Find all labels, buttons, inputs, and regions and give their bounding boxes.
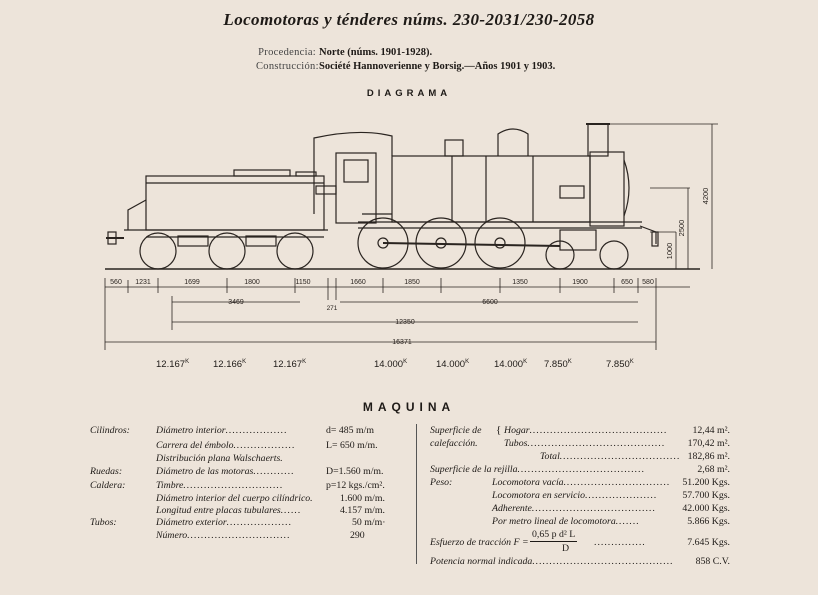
spec-label: Locomotora vacía........................… xyxy=(492,477,671,488)
origin-block: Procedencia:Norte (núms. 1901-1928). Con… xyxy=(256,46,555,74)
locomotive-diagram: 4200 2500 1000 560 1231 1699 1800 1150 1… xyxy=(104,123,718,350)
axle-weight: 7.850K xyxy=(606,359,634,371)
traccion-label: Esfuerzo de tracción F = xyxy=(430,537,529,548)
spec-label: Locomotora en servicio..................… xyxy=(492,490,658,501)
spec-category: Caldera: xyxy=(90,480,126,491)
spec-label: Por metro lineal de locomotora....... xyxy=(492,516,640,527)
spacing-label: 1850 xyxy=(404,279,420,286)
locomotive-boiler xyxy=(362,123,630,227)
spec-value: 182,86 m². xyxy=(687,451,730,462)
locomotive-cab xyxy=(313,131,393,224)
spacing-label: 1660 xyxy=(350,279,366,286)
axle-weight: 12.167K xyxy=(273,359,307,371)
spec-value: 290 xyxy=(350,530,365,541)
spec-label: Diámetro interior.................. xyxy=(156,425,288,436)
running-gear xyxy=(357,217,659,270)
spec-value: d= 485 m/m xyxy=(326,425,374,436)
procedencia-value: Norte (núms. 1901-1928). xyxy=(319,47,433,58)
spec-label: Longitud entre placas tubulares...... xyxy=(156,505,302,516)
column-divider xyxy=(416,424,417,564)
height-label: 1000 xyxy=(665,243,674,260)
spec-value: 51.200 Kgs. xyxy=(682,477,730,488)
spec-value: 57.700 Kgs. xyxy=(682,490,730,501)
spacing-label: 650 xyxy=(621,279,633,286)
spec-category: Ruedas: xyxy=(90,466,123,477)
diagram-heading: DIAGRAMA xyxy=(366,88,452,99)
spec-value: p=12 kgs./cm². xyxy=(326,480,385,491)
span-label: 16371 xyxy=(392,339,412,346)
spacing-label: 580 xyxy=(642,279,654,286)
spec-category: Peso: xyxy=(430,477,453,488)
maquina-heading: MAQUINA xyxy=(362,400,456,414)
potencia-value: 858 C.V. xyxy=(695,556,730,567)
traccion-denominator: D xyxy=(562,543,570,554)
brace: { xyxy=(496,424,502,436)
spacing-label: 1699 xyxy=(184,279,200,286)
spec-value: 50 m/m· xyxy=(352,517,386,528)
span-dimensions: 3469 6600 12350 16371 xyxy=(105,296,656,346)
axle-weight: 14.000K xyxy=(436,359,470,371)
spec-label: Diámetro de las motoras............ xyxy=(156,466,295,477)
spec-label: Tubos...................................… xyxy=(504,438,666,449)
spec-label: Diámetro exterior................... xyxy=(156,517,293,528)
spec-value: 5.866 Kgs. xyxy=(687,516,730,527)
spec-label: Adherente...............................… xyxy=(492,503,657,514)
spec-value: 42.000 Kgs. xyxy=(682,503,730,514)
spec-label: Timbre............................. xyxy=(156,480,284,491)
spec-category: Tubos: xyxy=(90,517,117,528)
traccion-numerator: 0,65 p d² L xyxy=(530,529,578,542)
spec-label: Carrera del émbolo.................. xyxy=(156,440,296,451)
procedencia-label: Procedencia: xyxy=(258,47,316,58)
axle-weight: 12.167K xyxy=(156,359,190,371)
spec-category: Cilindros: xyxy=(90,425,130,436)
construccion-label: Construcción: xyxy=(256,61,319,72)
height-dimensions: 4200 2500 1000 xyxy=(596,123,718,269)
spec-value: D=1.560 m/m. xyxy=(326,466,384,477)
spec-label: Superficie de la rejilla................… xyxy=(430,464,646,475)
construccion-value: Société Hannoverienne y Borsig.—Años 190… xyxy=(319,61,556,72)
axle-weight: 12.166K xyxy=(213,359,247,371)
axle-weight: 14.000K xyxy=(374,359,408,371)
spacing-label: 1800 xyxy=(244,279,260,286)
spacing-sub-label: 271 xyxy=(327,305,338,312)
page-title: Locomotoras y ténderes núms. 230-2031/23… xyxy=(223,10,595,29)
spec-value: 4.157 m/m. xyxy=(340,505,385,516)
tender xyxy=(106,169,328,270)
spacing-label: 560 xyxy=(110,279,122,286)
axle-weight: 14.000K xyxy=(494,359,528,371)
spec-category: calefacción. xyxy=(430,438,478,449)
spacing-dimensions: 560 1231 1699 1800 1150 1660 1850 1350 1… xyxy=(104,278,690,350)
spec-label: Número.............................. xyxy=(156,530,291,541)
spacing-label: 1350 xyxy=(512,279,528,286)
traccion-dots: ............... xyxy=(594,537,646,548)
axle-weight: 7.850K xyxy=(544,359,572,371)
spacing-label: 1231 xyxy=(135,279,151,286)
spec-label: Distribución plana Walschaerts. xyxy=(156,453,283,464)
spec-value: 1.600 m/m. xyxy=(340,493,385,504)
span-label: 3469 xyxy=(228,299,244,306)
spec-label: Diámetro interior del cuerpo cilíndrico. xyxy=(156,493,313,504)
spec-value: L= 650 m/m. xyxy=(326,440,378,451)
spec-label: Hogar...................................… xyxy=(504,425,668,436)
spacing-label: 1900 xyxy=(572,279,588,286)
spec-value: 12,44 m². xyxy=(692,425,731,436)
spec-value: 170,42 m². xyxy=(687,438,730,449)
spec-category: Superficie de xyxy=(430,425,482,436)
span-label: 6600 xyxy=(482,299,498,306)
spacing-label: 1150 xyxy=(295,279,310,286)
traccion-value: 7.645 Kgs. xyxy=(687,537,730,548)
spec-label: Total................................... xyxy=(540,451,681,462)
spec-value: 2,68 m². xyxy=(697,464,730,475)
height-label: 2500 xyxy=(677,220,686,237)
span-label: 12350 xyxy=(395,319,415,326)
height-label: 4200 xyxy=(701,188,710,205)
potencia-label: Potencia normal indicada................… xyxy=(430,556,674,567)
